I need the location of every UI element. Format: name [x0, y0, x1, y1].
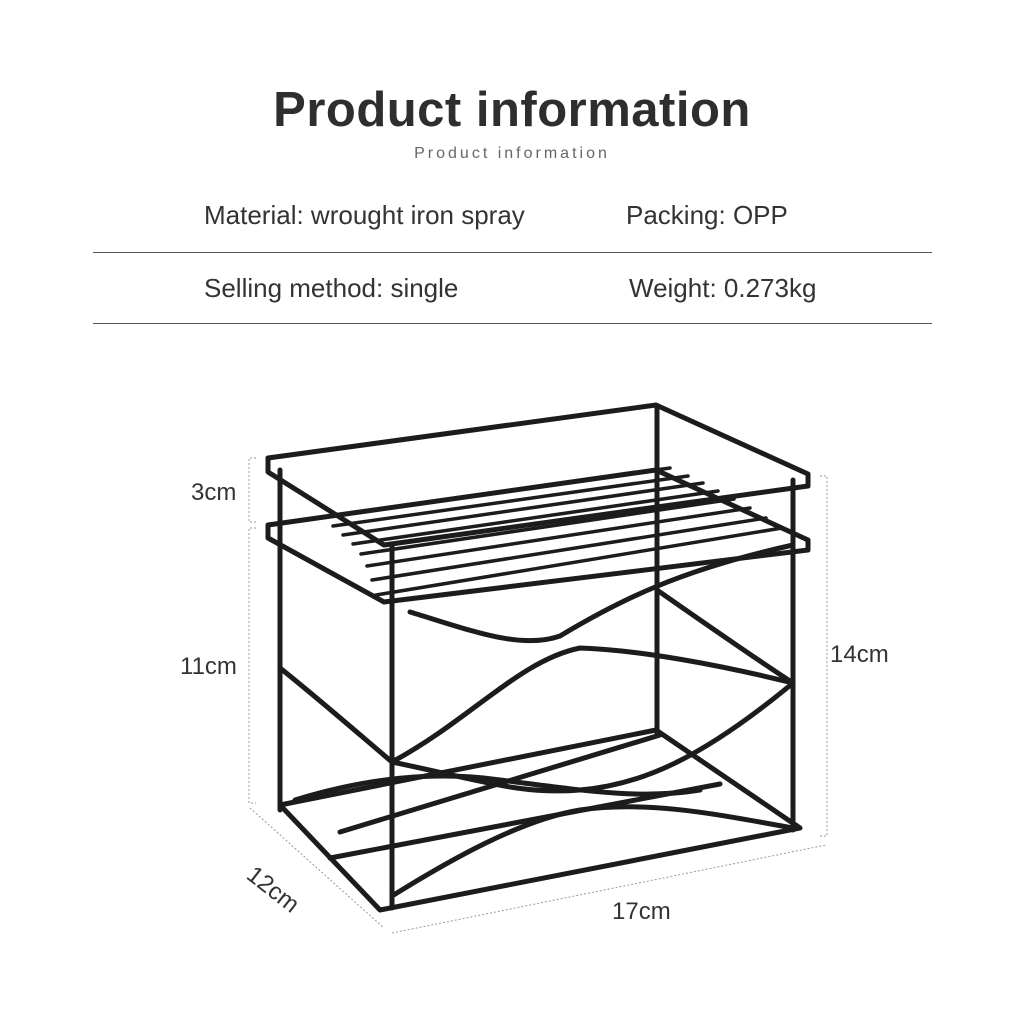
dimension-label-width: 17cm [612, 898, 671, 925]
divider-line [93, 323, 932, 324]
depth-guide-12cm [249, 807, 385, 929]
height-guide-3cm [248, 457, 256, 523]
top-rail [265, 402, 811, 548]
front-wave-lower [389, 645, 796, 765]
spec-packing: Packing: OPP [626, 200, 788, 230]
spec-selling-method: Selling method: single [204, 273, 459, 303]
dimension-guides [248, 457, 828, 934]
base-rail-a [327, 781, 723, 861]
spec-weight: Weight: 0.273kg [629, 273, 817, 303]
page-title: Product information [273, 83, 751, 137]
side-rail-left [277, 665, 395, 765]
base-wave-a [389, 804, 796, 899]
height-guide-11cm [248, 527, 256, 804]
spec-material: Material: wrought iron spray [204, 200, 525, 230]
base-frame [277, 727, 803, 913]
front-wave-upper [407, 542, 796, 644]
page-subtitle: Product information [414, 145, 610, 162]
side-rail-right [654, 587, 796, 686]
dimension-label-top-height: 3cm [191, 479, 237, 506]
base-wave-b [292, 773, 703, 803]
base-rail-b [337, 732, 663, 835]
divider-line [93, 252, 932, 253]
wire-rack [265, 402, 811, 913]
dimension-label-total-height: 14cm [830, 641, 889, 668]
dimension-label-lower-height: 11cm [180, 653, 237, 680]
width-guide-17cm [391, 844, 827, 934]
shelf-slats [320, 466, 784, 597]
height-guide-14cm [820, 475, 828, 837]
